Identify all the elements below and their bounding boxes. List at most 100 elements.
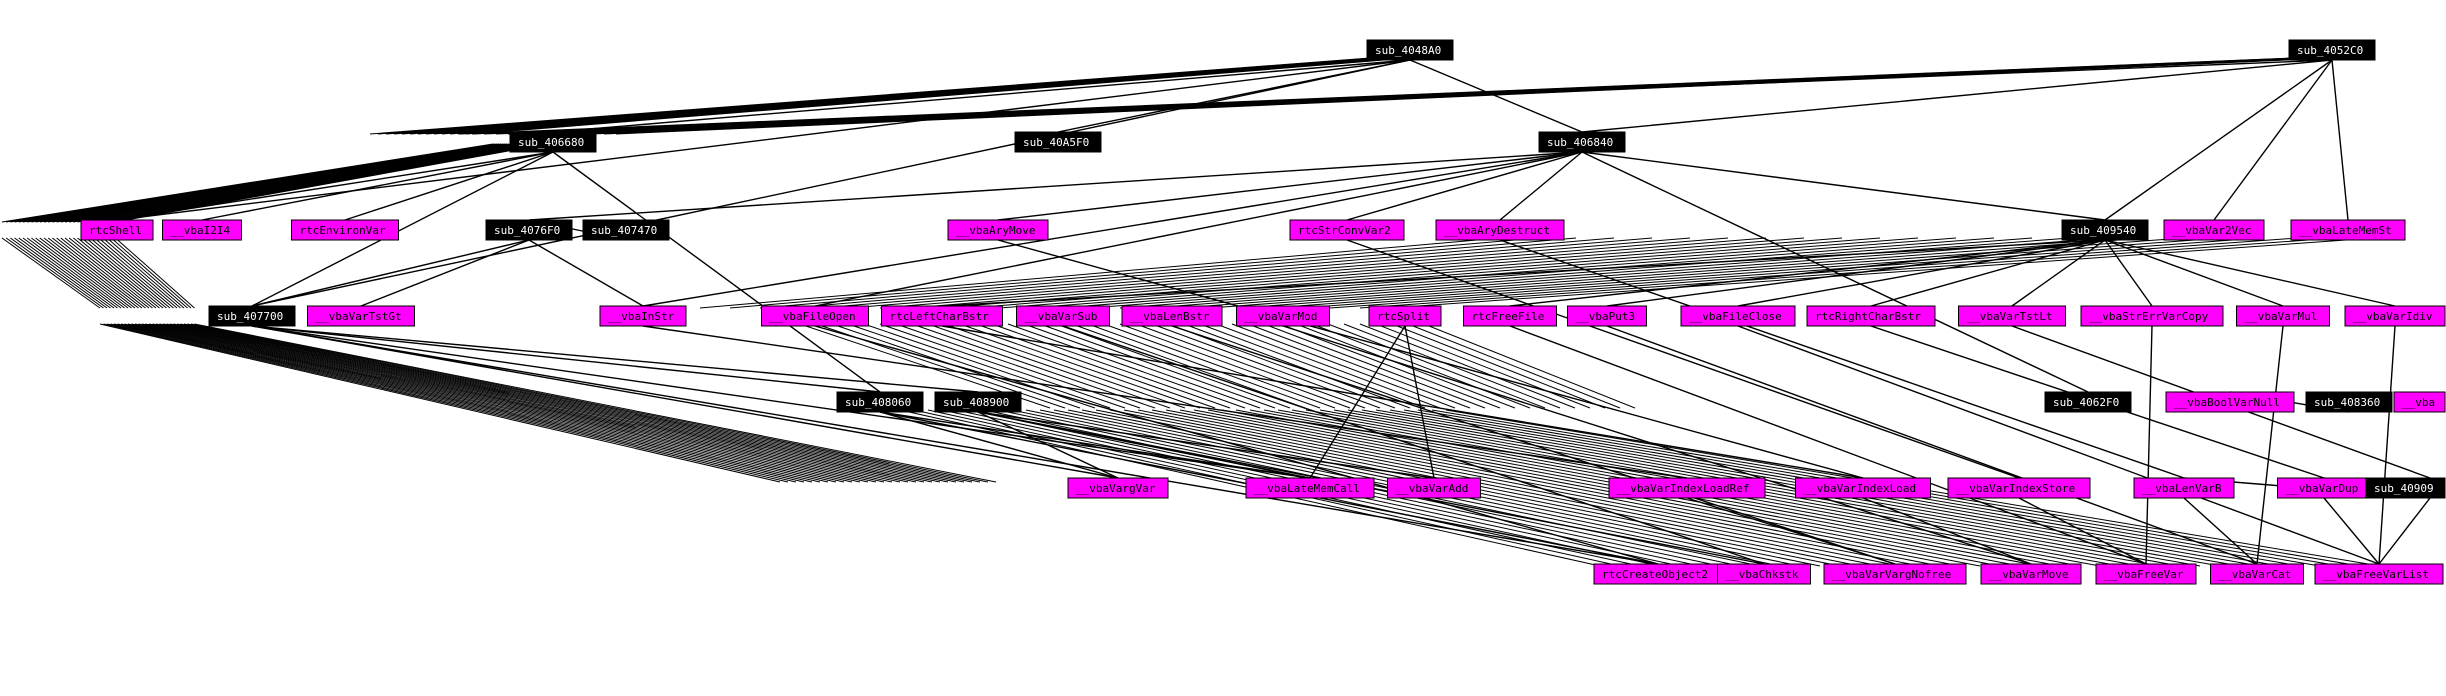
- import-node[interactable]: __vbaVargVar: [1067, 477, 1169, 499]
- import-node[interactable]: __vbaVarIdiv: [2344, 305, 2446, 327]
- import-node[interactable]: __vbaFileOpen: [761, 305, 869, 327]
- node-box[interactable]: [2133, 477, 2235, 499]
- node-box[interactable]: [2365, 477, 2446, 499]
- import-node[interactable]: __vbaLateMemCall: [1245, 477, 1375, 499]
- subroutine-node[interactable]: sub_409540: [2061, 219, 2149, 241]
- node-box[interactable]: [1289, 219, 1405, 241]
- import-node[interactable]: rtcCreateObject2: [1593, 563, 1723, 585]
- node-box[interactable]: [1387, 477, 1481, 499]
- node-box[interactable]: [2165, 391, 2295, 413]
- node-box[interactable]: [2290, 219, 2406, 241]
- node-box[interactable]: [1608, 477, 1766, 499]
- node-box[interactable]: [1958, 305, 2066, 327]
- import-node[interactable]: __vbaStrErrVarCopy: [2080, 305, 2224, 327]
- node-box[interactable]: [1947, 477, 2091, 499]
- node-box[interactable]: [2061, 219, 2149, 241]
- import-node[interactable]: __vbaBoolVarNull: [2165, 391, 2295, 413]
- node-box[interactable]: [599, 305, 687, 327]
- subroutine-node[interactable]: sub_406680: [509, 131, 597, 153]
- import-node[interactable]: __vbaVarTstGt: [307, 305, 415, 327]
- import-node[interactable]: __vbaVarVargNofree: [1823, 563, 1967, 585]
- node-box[interactable]: [208, 305, 296, 327]
- node-box[interactable]: [80, 219, 154, 241]
- import-node[interactable]: __vbaFreeVar: [2095, 563, 2197, 585]
- import-node[interactable]: __vbaVarIndexLoadRef: [1608, 477, 1766, 499]
- node-box[interactable]: [836, 391, 924, 413]
- import-node[interactable]: __vbaFileClose: [1680, 305, 1796, 327]
- import-node[interactable]: rtcFreeFile: [1463, 305, 1557, 327]
- node-box[interactable]: [1567, 305, 1647, 327]
- import-node[interactable]: __vbaVarIndexStore: [1947, 477, 2091, 499]
- node-box[interactable]: [1366, 39, 1454, 61]
- node-box[interactable]: [307, 305, 415, 327]
- node-box[interactable]: [2236, 305, 2330, 327]
- import-node[interactable]: rtcLeftCharBstr: [881, 305, 1003, 327]
- subroutine-node[interactable]: sub_4076F0: [485, 219, 573, 241]
- subroutine-node[interactable]: sub_406840: [1538, 131, 1626, 153]
- node-box[interactable]: [1014, 131, 1102, 153]
- import-node[interactable]: __vbaVarTstLt: [1958, 305, 2066, 327]
- node-box[interactable]: [1717, 563, 1811, 585]
- subroutine-node[interactable]: sub_408360: [2305, 391, 2393, 413]
- node-box[interactable]: [2044, 391, 2132, 413]
- node-box[interactable]: [1435, 219, 1565, 241]
- subroutine-node[interactable]: sub_4062F0: [2044, 391, 2132, 413]
- node-box[interactable]: [1980, 563, 2082, 585]
- import-node[interactable]: rtcSplit: [1368, 305, 1442, 327]
- node-box[interactable]: [881, 305, 1003, 327]
- import-node[interactable]: __vba: [2393, 391, 2446, 413]
- node-box[interactable]: [1016, 305, 1110, 327]
- import-node[interactable]: rtcShell: [80, 219, 154, 241]
- import-node[interactable]: __vbaVarIndexLoad: [1795, 477, 1931, 499]
- import-node[interactable]: __vbaI2I4: [162, 219, 242, 241]
- import-node[interactable]: __vbaInStr: [599, 305, 687, 327]
- node-box[interactable]: [1121, 305, 1223, 327]
- import-node[interactable]: __vbaLenVarB: [2133, 477, 2235, 499]
- subroutine-node[interactable]: sub_408900: [934, 391, 1022, 413]
- node-box[interactable]: [2288, 39, 2376, 61]
- import-node[interactable]: __vbaVarDup: [2277, 477, 2371, 499]
- node-box[interactable]: [1806, 305, 1936, 327]
- import-node[interactable]: __vbaFreeVarList: [2314, 563, 2444, 585]
- subroutine-node[interactable]: sub_407470: [582, 219, 670, 241]
- subroutine-node[interactable]: sub_40909: [2365, 477, 2446, 499]
- import-node[interactable]: __vbaVarCat: [2210, 563, 2304, 585]
- node-box[interactable]: [1463, 305, 1557, 327]
- node-box[interactable]: [1245, 477, 1375, 499]
- import-node[interactable]: __vbaVarMod: [1236, 305, 1330, 327]
- node-box[interactable]: [485, 219, 573, 241]
- import-node[interactable]: __vbaVarAdd: [1387, 477, 1481, 499]
- import-node[interactable]: __vbaAryMove: [947, 219, 1049, 241]
- node-box[interactable]: [2305, 391, 2393, 413]
- import-node[interactable]: __vbaVarSub: [1016, 305, 1110, 327]
- import-node[interactable]: __vbaVarMul: [2236, 305, 2330, 327]
- node-box[interactable]: [2393, 391, 2446, 413]
- import-node[interactable]: __vbaVarMove: [1980, 563, 2082, 585]
- node-box[interactable]: [947, 219, 1049, 241]
- import-node[interactable]: rtcRightCharBstr: [1806, 305, 1936, 327]
- node-box[interactable]: [291, 219, 399, 241]
- node-box[interactable]: [1236, 305, 1330, 327]
- node-box[interactable]: [1795, 477, 1931, 499]
- node-box[interactable]: [1067, 477, 1169, 499]
- node-box[interactable]: [582, 219, 670, 241]
- subroutine-node[interactable]: sub_4052C0: [2288, 39, 2376, 61]
- node-box[interactable]: [1538, 131, 1626, 153]
- node-box[interactable]: [1823, 563, 1967, 585]
- node-box[interactable]: [162, 219, 242, 241]
- node-box[interactable]: [2344, 305, 2446, 327]
- node-box[interactable]: [509, 131, 597, 153]
- import-node[interactable]: rtcStrConvVar2: [1289, 219, 1405, 241]
- node-box[interactable]: [1680, 305, 1796, 327]
- node-box[interactable]: [1368, 305, 1442, 327]
- node-box[interactable]: [934, 391, 1022, 413]
- node-box[interactable]: [2080, 305, 2224, 327]
- import-node[interactable]: __vbaLenBstr: [1121, 305, 1223, 327]
- subroutine-node[interactable]: sub_407700: [208, 305, 296, 327]
- import-node[interactable]: rtcEnvironVar: [291, 219, 399, 241]
- import-node[interactable]: __vbaPut3: [1567, 305, 1647, 327]
- node-box[interactable]: [2163, 219, 2265, 241]
- import-node[interactable]: __vbaVar2Vec: [2163, 219, 2265, 241]
- node-box[interactable]: [2314, 563, 2444, 585]
- import-node[interactable]: __vbaChkstk: [1717, 563, 1811, 585]
